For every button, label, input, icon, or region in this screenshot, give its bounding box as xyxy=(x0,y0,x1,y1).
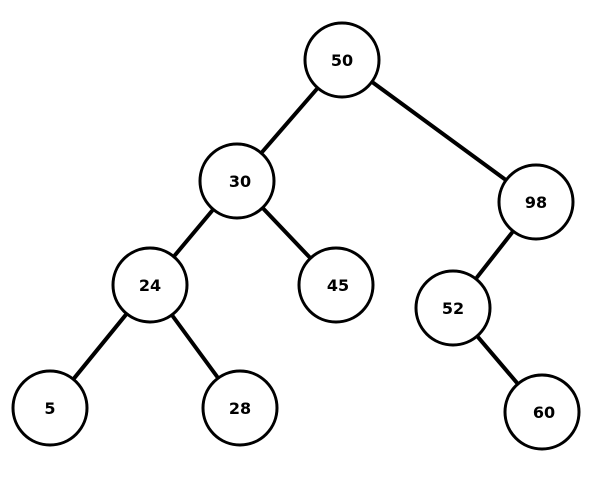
tree-node-98: 98 xyxy=(497,163,575,241)
edge-30-24 xyxy=(173,208,214,258)
tree-node-30: 30 xyxy=(198,142,276,220)
node-label: 28 xyxy=(229,399,251,418)
tree-node-60: 60 xyxy=(503,373,581,451)
tree-node-50: 50 xyxy=(303,21,381,99)
edge-50-30 xyxy=(260,87,319,154)
tree-nodes: 50 30 98 24 45 52 5 28 60 xyxy=(11,21,581,451)
tree-node-28: 28 xyxy=(201,369,279,447)
node-circle xyxy=(198,142,276,220)
node-circle xyxy=(201,369,279,447)
edge-50-98 xyxy=(371,81,507,181)
node-label: 52 xyxy=(442,299,464,318)
node-label: 60 xyxy=(533,403,555,422)
node-label: 5 xyxy=(44,399,55,418)
tree-node-52: 52 xyxy=(414,269,492,347)
node-circle xyxy=(497,163,575,241)
edge-98-52 xyxy=(475,230,514,280)
tree-node-45: 45 xyxy=(297,246,375,324)
tree-node-5: 5 xyxy=(11,369,89,447)
edge-52-60 xyxy=(476,335,519,385)
node-circle xyxy=(11,369,89,447)
edge-30-45 xyxy=(261,207,312,259)
node-circle xyxy=(414,269,492,347)
node-label: 24 xyxy=(139,276,161,295)
tree-node-24: 24 xyxy=(111,246,189,324)
node-circle xyxy=(297,246,375,324)
edge-24-5 xyxy=(72,313,128,380)
node-circle xyxy=(503,373,581,451)
tree-edges xyxy=(72,81,519,385)
node-label: 50 xyxy=(331,51,353,70)
node-label: 45 xyxy=(327,276,349,295)
node-label: 98 xyxy=(525,193,547,212)
edge-24-28 xyxy=(171,314,219,379)
node-label: 30 xyxy=(229,172,251,191)
node-circle xyxy=(111,246,189,324)
node-circle xyxy=(303,21,381,99)
